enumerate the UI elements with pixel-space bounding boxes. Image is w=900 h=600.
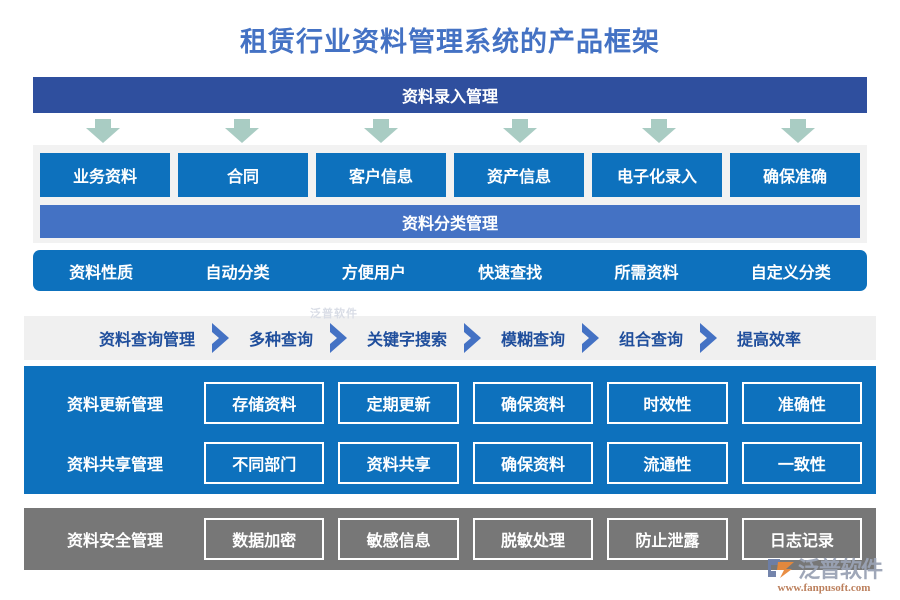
down-arrow-icon <box>780 119 815 143</box>
share-management-row: 资料共享管理 不同部门资料共享确保资料流通性一致性 <box>40 442 863 484</box>
query-item-5[interactable]: 组合查询 <box>619 332 684 349</box>
query-item-2[interactable]: 多种查询 <box>248 332 313 349</box>
share-management-box-3[interactable]: 确保资料 <box>472 442 594 484</box>
query-item-1[interactable]: 资料查询管理 <box>98 332 195 349</box>
classification-header: 资料分类管理 <box>40 205 860 238</box>
down-arrow-icon <box>641 119 676 143</box>
classification-item-5[interactable]: 所需资料 <box>614 264 679 282</box>
logo-url: www.fanpusoft.com <box>777 582 871 594</box>
query-item-6[interactable]: 提高效率 <box>737 332 802 349</box>
entry-management-header: 资料录入管理 <box>33 77 867 113</box>
entry-item-4[interactable]: 资产信息 <box>454 153 584 197</box>
down-arrow-icon <box>502 119 537 143</box>
classification-item-2[interactable]: 自动分类 <box>205 264 270 282</box>
classification-item-6[interactable]: 自定义分类 <box>750 264 831 282</box>
chevron-right-icon <box>209 321 235 355</box>
update-management-box-5[interactable]: 准确性 <box>741 382 863 424</box>
security-box-5[interactable]: 日志记录 <box>741 518 863 560</box>
chevron-right-icon <box>697 321 723 355</box>
down-arrow-icon <box>363 119 398 143</box>
update-share-panel <box>24 366 876 494</box>
update-management-label: 资料更新管理 <box>66 397 163 414</box>
update-management-row: 资料更新管理 存储资料定期更新确保资料时效性准确性 <box>40 382 863 424</box>
down-arrow-icon <box>224 119 259 143</box>
chevron-right-icon <box>461 321 487 355</box>
query-item-4[interactable]: 模糊查询 <box>501 332 566 349</box>
entry-item-3[interactable]: 客户信息 <box>316 153 446 197</box>
update-management-box-4[interactable]: 时效性 <box>607 382 728 424</box>
share-management-box-5[interactable]: 一致性 <box>741 442 863 484</box>
security-box-2[interactable]: 敏感信息 <box>338 518 459 560</box>
share-management-box-1[interactable]: 不同部门 <box>204 442 325 484</box>
security-box-4[interactable]: 防止泄露 <box>607 518 728 560</box>
chevron-right-icon <box>327 321 353 355</box>
entry-item-6[interactable]: 确保准确 <box>730 153 860 197</box>
down-arrow-icon <box>85 119 120 143</box>
query-management-row: 资料查询管理 多种查询 关键字搜索 模糊查询 组合查询 提高效率 <box>24 316 876 360</box>
share-management-box-4[interactable]: 流通性 <box>607 442 728 484</box>
share-management-box-2[interactable]: 资料共享 <box>338 442 459 484</box>
security-box-1[interactable]: 数据加密 <box>204 518 325 560</box>
entry-arrow-row <box>33 117 867 145</box>
update-management-box-3[interactable]: 确保资料 <box>472 382 594 424</box>
classification-items-row: 资料性质 自动分类 方便用户 快速查找 所需资料 自定义分类 <box>33 250 867 291</box>
security-management-row: 资料安全管理 数据加密敏感信息脱敏处理防止泄露日志记录 <box>40 518 863 560</box>
security-management-label: 资料安全管理 <box>66 533 163 550</box>
entry-item-1[interactable]: 业务资料 <box>40 153 170 197</box>
update-management-box-2[interactable]: 定期更新 <box>338 382 459 424</box>
entry-items-row: 业务资料合同客户信息资产信息电子化录入确保准确 <box>40 153 860 197</box>
classification-item-3[interactable]: 方便用户 <box>341 264 406 282</box>
classification-item-4[interactable]: 快速查找 <box>478 264 543 282</box>
security-box-3[interactable]: 脱敏处理 <box>472 518 594 560</box>
entry-item-5[interactable]: 电子化录入 <box>592 153 722 197</box>
entry-item-2[interactable]: 合同 <box>178 153 308 197</box>
update-management-box-1[interactable]: 存储资料 <box>204 382 325 424</box>
classification-item-1[interactable]: 资料性质 <box>69 264 134 282</box>
chevron-right-icon <box>579 321 605 355</box>
page-title: 租赁行业资料管理系统的产品框架 <box>240 27 660 57</box>
query-item-3[interactable]: 关键字搜索 <box>366 332 447 349</box>
share-management-label: 资料共享管理 <box>66 457 163 474</box>
